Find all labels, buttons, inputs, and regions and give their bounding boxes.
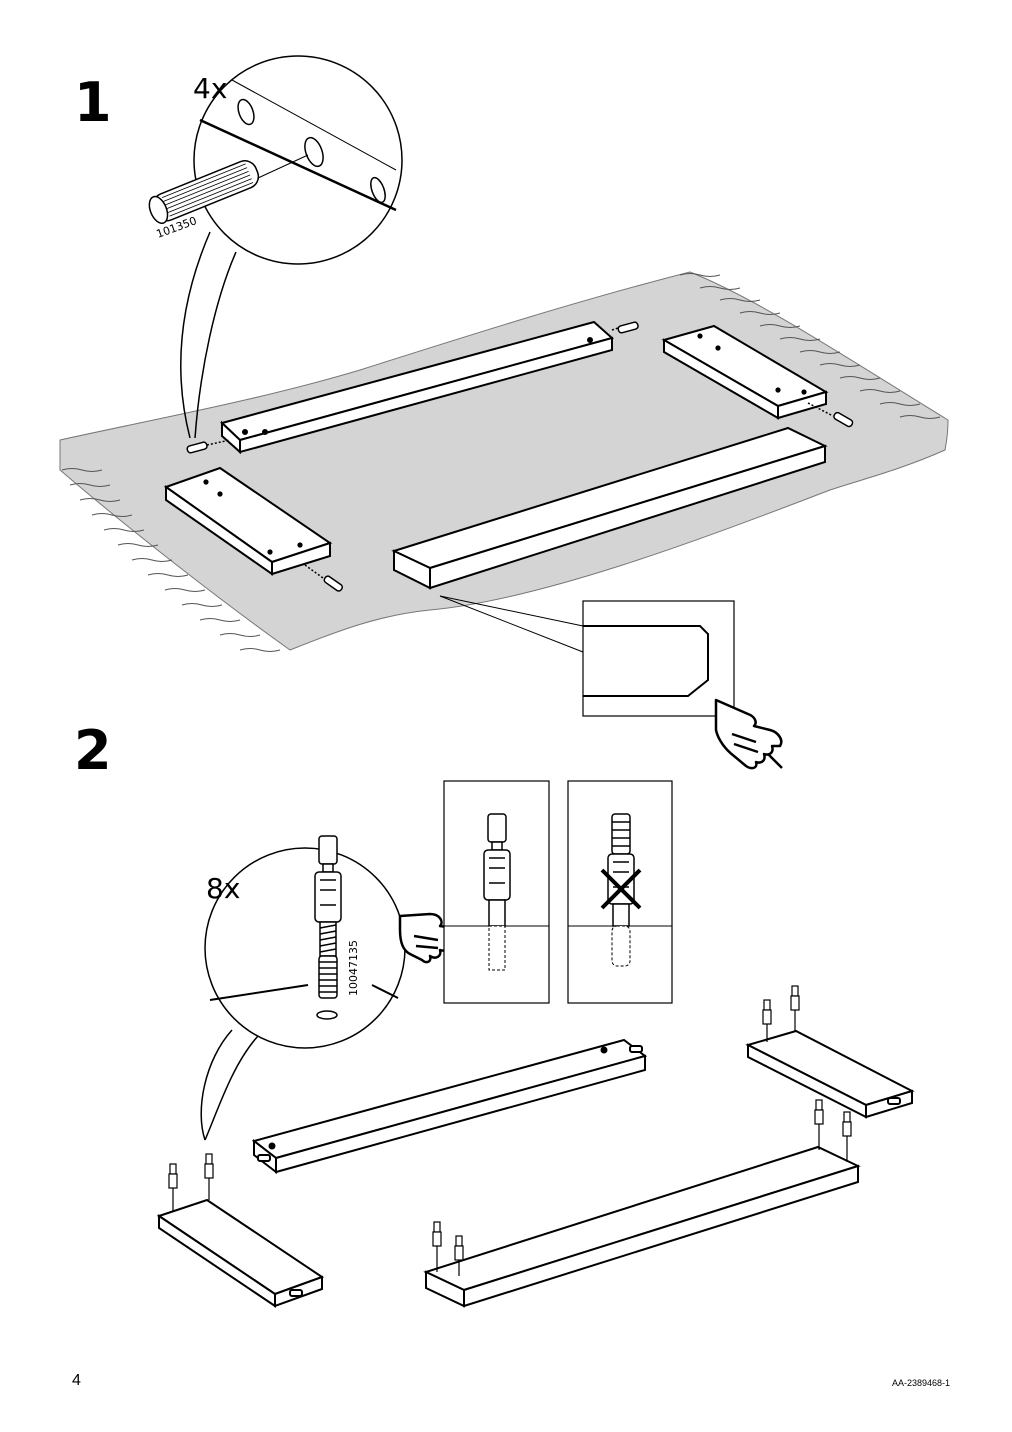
step-2-illustration: 8x 10047135 <box>156 780 915 1308</box>
rail-back-long-step2 <box>251 1038 648 1175</box>
pointing-hand-icon <box>714 698 783 770</box>
fluted-dowel-icon <box>148 160 260 224</box>
mat-fringe-left <box>61 468 281 652</box>
rail-left-short <box>163 466 333 576</box>
page-number: 4 <box>72 1372 81 1389</box>
dowel-pins <box>186 321 854 592</box>
step-2-quantity: 8x <box>206 872 240 905</box>
step-2-number: 2 <box>74 719 112 782</box>
edge-detail-box <box>439 595 735 717</box>
rail-front-long-step2 <box>423 1145 861 1308</box>
rail-right-short <box>661 324 829 420</box>
document-code: AA-2389468-1 <box>891 1378 950 1388</box>
step-1-illustration: 4x 101350 <box>59 55 949 770</box>
cam-bolts-installed <box>168 985 852 1276</box>
rail-back-long <box>220 320 615 455</box>
cam-bolt-icon <box>314 835 342 999</box>
dowel-detail-callout: 4x 101350 <box>148 55 403 439</box>
incorrect-install-panel <box>567 780 673 1004</box>
pointing-hand-icon <box>398 912 474 964</box>
cam-bolt-detail-callout: 8x 10047135 <box>200 835 406 1141</box>
cross-mark-icon <box>600 868 642 910</box>
step-1-number: 1 <box>74 71 112 134</box>
rail-left-short-step2 <box>156 1198 325 1308</box>
correct-install-panel <box>443 780 550 1004</box>
step-1-quantity: 4x <box>193 72 227 105</box>
rail-front-long <box>391 426 828 590</box>
step-2-part-number: 10047135 <box>347 940 360 996</box>
mat-fringe-right <box>679 273 941 419</box>
rail-right-short-step2 <box>745 1029 915 1119</box>
